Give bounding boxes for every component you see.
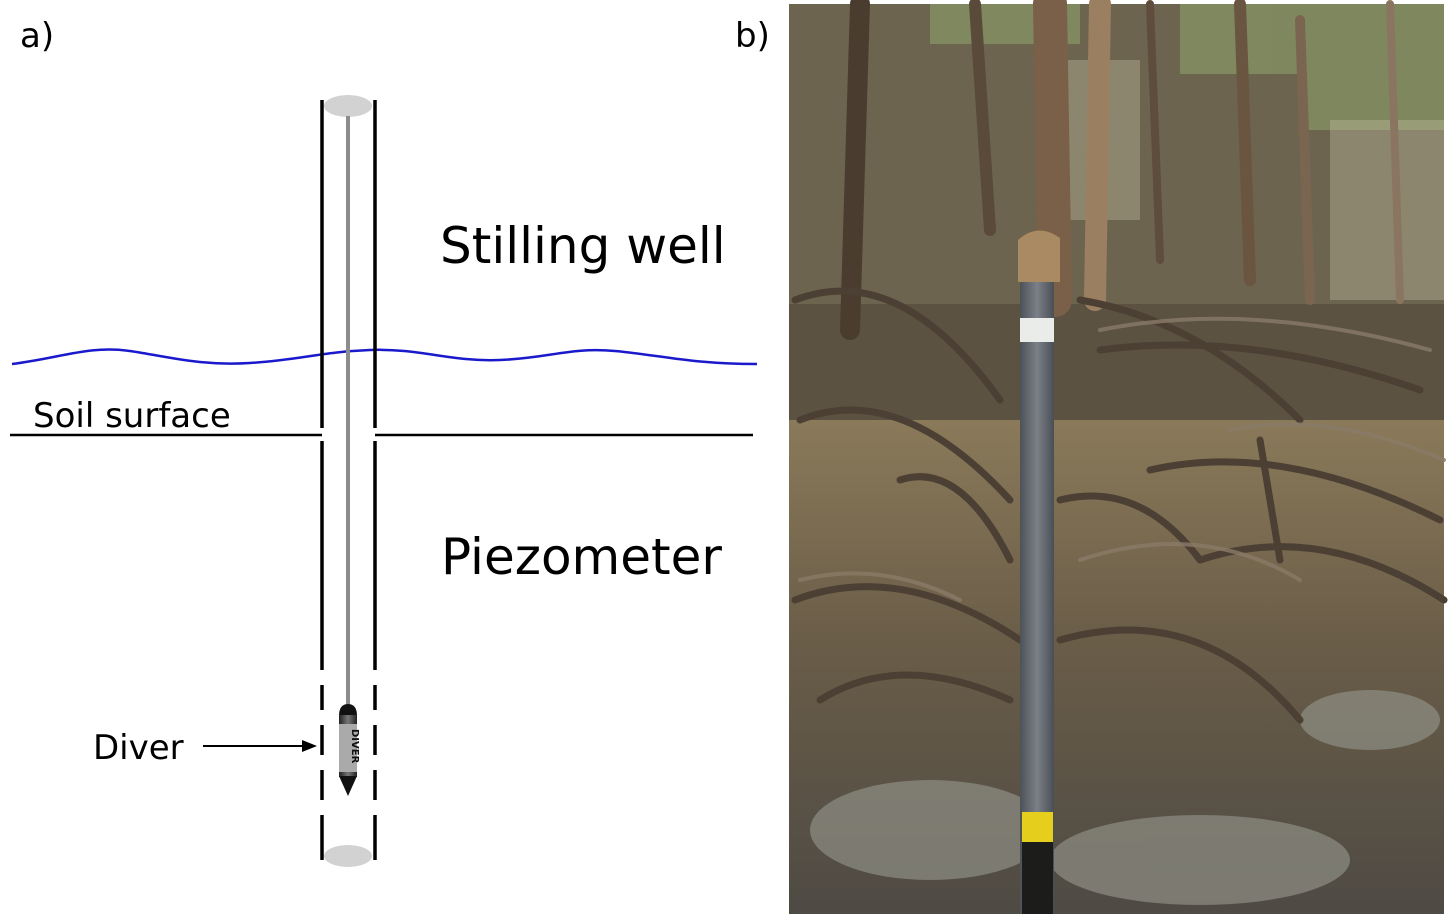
field-photo [789,0,1448,914]
soil-surface-label: Soil surface [33,396,231,436]
stilling-well-label: Stilling well [440,217,726,275]
diver-label: Diver [93,728,184,768]
panel-a: a) [10,16,758,867]
piezometer-pipe [1018,230,1060,914]
tube-walls [320,100,377,860]
diver-body-text: DIVER [349,729,360,764]
tube-top-cap [324,95,372,117]
piezometer-label: Piezometer [441,528,722,586]
panel-b-label: b) [735,16,770,56]
panel-b: b) [735,0,1448,914]
tube-bottom-cap [324,845,372,867]
water-surface-line [11,348,758,366]
panel-a-label: a) [20,16,54,56]
diver-icon: DIVER [339,704,360,796]
diver-arrow [203,740,317,752]
